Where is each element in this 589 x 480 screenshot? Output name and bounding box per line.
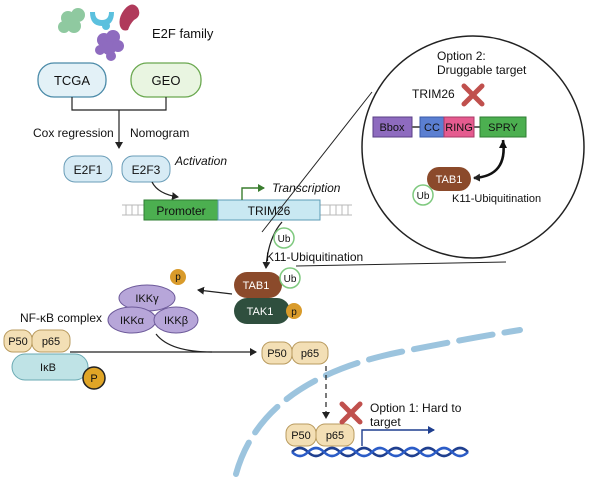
ub-circle-main [273,227,295,249]
spry-arrow-head [499,140,507,148]
cyto-p65 [291,341,329,365]
geo-label: GEO [152,73,181,88]
ikk-beta-label: IKKβ [164,315,188,327]
option2-title: Option 2: [437,49,486,63]
e2f3-box [121,155,171,183]
nfkb-p65 [31,329,71,353]
tak1-box [234,298,290,324]
cyto-p50-label: P50 [267,348,287,360]
transcription-arrow [241,184,265,200]
spry-domain [479,116,527,138]
ikb-box [11,353,89,381]
k11-ubiquitination-label: K11-Ubiquitination [266,250,363,264]
nuclear-membrane [233,327,523,477]
option1-line2: target [370,415,401,429]
ikk-complex: IKKγ p IKKα IKKβ [107,269,199,334]
ikk-phospho-label: p [175,272,181,283]
tab1-label: TAB1 [243,280,270,292]
tab1-inset-label: TAB1 [436,174,463,186]
option2-inset: Option 2: Druggable target TRIM26 Bbox C… [361,35,585,259]
db-merge-lines [71,97,167,148]
ikb-phospho [82,366,106,390]
ikb-label: IκB [40,362,56,374]
protein-icon-blue [90,12,114,30]
protein-icon-green [58,8,85,33]
transcription-label: Transcription [272,181,341,195]
ikk-gamma-label: IKKγ [135,293,159,305]
tak1-phospho-label: p [291,307,297,318]
ub-label-inset: Ub [417,191,430,202]
option1-line1: Option 1: Hard to [370,401,462,415]
nfkb-p65-label: p65 [42,336,60,348]
trim26-gene-box [217,199,321,221]
activation-arrow [151,181,179,201]
nfkb-complex: NF-κB complex P50 p65 IκB P [3,311,106,390]
ub-label-main: Ub [278,234,291,245]
promoter-label: Promoter [156,204,205,218]
k11-ubiquitination-inset-label: K11-Ubiquitination [452,193,541,205]
nuc-p65-label: p65 [326,430,344,442]
e2f-protein-icons: E2F family [58,4,214,61]
tcga-label: TCGA [54,73,90,88]
trim26-gene-label: TRIM26 [248,204,291,218]
nuc-p65 [315,423,355,447]
ikb-phospho-label: P [90,373,97,385]
spry-label: SPRY [488,122,518,134]
dna-strand-b [291,446,469,458]
ikk-alpha-label: IKKα [120,315,145,327]
protein-icon-red [119,4,140,31]
e2f-family-label: E2F family [152,26,214,41]
cyto-p65-label: p65 [301,348,319,360]
gene-locus: Promoter TRIM26 Transcription [122,181,352,221]
nuclear-dna [291,446,469,458]
databases: TCGA GEO [37,62,202,148]
trim26-protein-label: TRIM26 [412,87,455,101]
nuclear-transcription-arrow [361,426,435,446]
nuc-p50-label: P50 [291,430,311,442]
tab1-inset-box [427,167,471,191]
nomogram-label: Nomogram [130,126,189,140]
e2f1-label: E2F1 [74,163,103,177]
protein-icon-purple [95,30,124,61]
ikk-activity-curve [155,333,213,353]
nfkb-p50-label: P50 [8,336,28,348]
cc-label: CC [424,122,440,134]
dna-strand-a [291,446,469,458]
ring-label: RING [445,122,473,134]
bbox-label: Bbox [379,122,405,134]
e2f3-label: E2F3 [132,163,161,177]
zoom-line-top [261,91,373,233]
tak-to-ikk-arrow [197,286,233,295]
tak-complex: TAB1 Ub TAK1 p [234,267,302,324]
option2-subtitle: Druggable target [437,63,527,77]
e2f1-box [63,155,113,183]
activation-label: Activation [174,154,227,168]
option1-x-icon [339,401,363,425]
tak1-phospho [286,303,302,319]
inhibit-x-icon [461,83,485,107]
tak1-label: TAK1 [247,306,274,318]
ub-label-tak: Ub [284,274,297,285]
nfkb-title: NF-κB complex [20,311,102,325]
cox-regression-label: Cox regression [33,126,114,140]
tab1-box [234,272,282,298]
ub-circle-inset [412,184,434,206]
ikk-phospho [170,269,186,285]
zoom-line-bottom [295,261,507,267]
ub-circle-tak [279,267,301,289]
ubiquitination-arrow [262,221,283,269]
ikk-beta [153,306,199,334]
